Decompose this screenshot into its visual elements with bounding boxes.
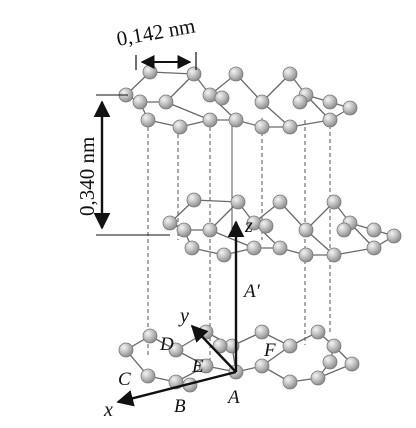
bond-length-dimension: 0,142 nm [115, 14, 197, 70]
middle-layer-carbon-atom [202, 222, 218, 238]
bottom-layer-carbon-atom [168, 342, 184, 358]
top-layer-carbon-atom [186, 66, 202, 82]
bottom-layer-carbon-atom [254, 358, 270, 374]
middle-layer-carbon-atom [298, 247, 314, 263]
x-axis-label: x [103, 399, 113, 421]
bottom-layer-carbon-atom [254, 324, 270, 340]
bottom-layer-carbon-atom [322, 354, 338, 370]
middle-layer-carbon-atom [326, 247, 342, 263]
bottom-layer-carbon-atom [310, 370, 326, 386]
bottom-layer-carbon-atom [198, 358, 214, 374]
top-layer-carbon-atom [202, 112, 218, 128]
point-a-label: A [226, 387, 240, 408]
interlayer-distance-dimension: 0,340 nm [75, 94, 170, 236]
middle-layer-carbon-atom [298, 222, 314, 238]
bottom-layer-carbon-atom [282, 338, 298, 354]
middle-layer-carbon-atom [186, 192, 202, 208]
top-layer-carbon-atom [214, 90, 230, 106]
point-c-label: C [118, 369, 131, 390]
middle-layer-carbon-atom [366, 222, 382, 238]
coordinate-axes [116, 220, 245, 407]
bottom-layer-carbon-atom [310, 324, 326, 340]
middle-layer-carbon-atom [326, 194, 342, 210]
bottom-graphene-layer [118, 324, 360, 393]
bottom-layer-carbon-atom [326, 338, 342, 354]
point-a-prime-label: A′ [242, 281, 261, 302]
point-f-label: F [263, 340, 276, 361]
middle-graphene-layer [162, 192, 402, 263]
middle-layer-carbon-atom [216, 247, 232, 263]
top-layer-carbon-atom [292, 94, 308, 110]
top-layer-carbon-atom [254, 119, 270, 135]
point-b-label: B [174, 396, 186, 417]
middle-layer-carbon-atom [272, 194, 288, 210]
point-d-label: D [159, 334, 174, 355]
bond-length-label: 0,142 nm [115, 14, 197, 51]
top-layer-carbon-atom [322, 112, 338, 128]
top-layer-carbon-atom [140, 112, 156, 128]
interlayer-dashed-guides [147, 118, 331, 360]
middle-layer-bond [209, 229, 255, 249]
top-layer-carbon-atom [228, 112, 244, 128]
middle-layer-carbon-atom [230, 194, 246, 210]
bottom-layer-carbon-atom [344, 356, 360, 372]
top-layer-carbon-atom [342, 100, 358, 116]
top-layer-carbon-atom [132, 94, 148, 110]
top-layer-carbon-atom [142, 64, 158, 80]
bottom-layer-carbon-atom [212, 338, 228, 354]
top-layer-carbon-atom [282, 119, 298, 135]
top-layer-carbon-atom [172, 119, 188, 135]
y-axis-label: y [178, 305, 189, 327]
bottom-layer-carbon-atom [140, 368, 156, 384]
point-e-label: E [191, 356, 204, 377]
interlayer-distance-label: 0,340 nm [75, 137, 99, 216]
middle-layer-carbon-atom [246, 240, 262, 256]
top-layer-carbon-atom [322, 94, 338, 110]
y-axis-arrow [190, 324, 237, 373]
z-axis-label: z [244, 215, 253, 237]
middle-layer-carbon-atom [336, 222, 352, 238]
top-layer-carbon-atom [158, 94, 174, 110]
bottom-layer-carbon-atom [118, 342, 134, 358]
top-layer-carbon-atom [254, 94, 270, 110]
middle-layer-carbon-atom [162, 215, 178, 231]
middle-layer-carbon-atom [176, 222, 192, 238]
x-axis-arrow [116, 370, 237, 407]
middle-layer-carbon-atom [184, 240, 200, 256]
top-graphene-layer [118, 64, 358, 135]
middle-layer-carbon-atom [258, 218, 274, 234]
top-layer-bond [165, 101, 211, 121]
middle-layer-carbon-atom [366, 240, 382, 256]
bottom-layer-carbon-atom [282, 374, 298, 390]
top-layer-carbon-atom [282, 66, 298, 82]
middle-layer-carbon-atom [386, 228, 402, 244]
middle-layer-carbon-atom [272, 240, 288, 256]
bottom-layer-carbon-atom [142, 328, 158, 344]
top-layer-carbon-atom [228, 66, 244, 82]
